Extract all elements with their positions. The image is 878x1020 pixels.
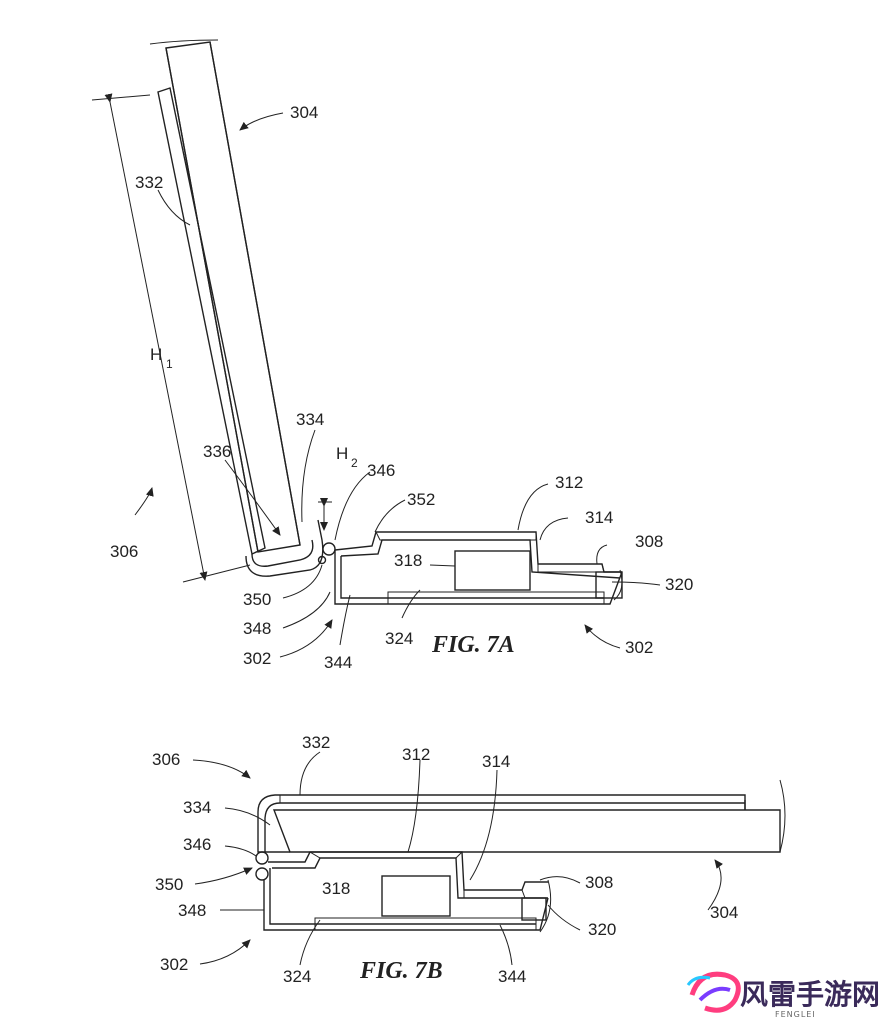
lid-layer-332 [157, 87, 324, 577]
label-324-b: 324 [283, 967, 311, 986]
label-332: 332 [135, 173, 163, 192]
label-332-b: 332 [302, 733, 330, 752]
label-306-b: 306 [152, 750, 180, 769]
base-housing-302-closed [263, 851, 552, 933]
label-350: 350 [243, 590, 271, 609]
label-h2-sub: 2 [351, 456, 358, 470]
labels-7b: 306 332 312 314 334 346 350 318 308 348 … [152, 733, 738, 986]
label-h2: H [336, 444, 348, 463]
hinge-circle-346-closed [255, 851, 269, 865]
watermark-logo-icon [686, 971, 741, 1013]
label-352: 352 [407, 490, 435, 509]
label-308: 308 [635, 532, 663, 551]
figure-caption-7b: FIG. 7B [359, 958, 443, 984]
lid-panel-304-closed [272, 779, 786, 853]
watermark: 风雷手游网 FENGLEI [686, 971, 878, 1019]
figure-caption-7a: FIG. 7A [431, 632, 515, 658]
label-302-b: 302 [160, 955, 188, 974]
label-h1-sub: 1 [166, 357, 173, 371]
label-312-b: 312 [402, 745, 430, 764]
leader-lines-7a [134, 112, 661, 658]
lid-layer-332-closed [257, 794, 746, 853]
leader-lines-7b [192, 751, 723, 966]
label-348-b: 348 [178, 901, 206, 920]
fig-7a: 304 332 H 1 334 336 H 2 346 352 312 314 … [91, 39, 693, 672]
label-304-b: 304 [710, 903, 738, 922]
label-318: 318 [394, 551, 422, 570]
lid-panel-304 [149, 39, 301, 553]
component-318 [454, 550, 531, 591]
component-318-closed [381, 875, 451, 917]
label-318-b: 318 [322, 879, 350, 898]
dimension-h1 [91, 93, 251, 583]
label-346: 346 [367, 461, 395, 480]
watermark-sub: FENGLEI [775, 1010, 816, 1019]
label-336: 336 [203, 442, 231, 461]
label-350-b: 350 [155, 875, 183, 894]
label-334: 334 [296, 410, 324, 429]
label-344: 344 [324, 653, 352, 672]
watermark-text: 风雷手游网 [740, 978, 878, 1011]
fig-7b: 306 332 312 314 334 346 350 318 308 348 … [152, 733, 786, 986]
base-housing-302 [334, 531, 623, 605]
label-h1: H [150, 345, 162, 364]
label-314: 314 [585, 508, 613, 527]
label-306: 306 [110, 542, 138, 561]
dimension-h2 [318, 498, 332, 531]
label-348: 348 [243, 619, 271, 638]
hinge-circle-350-closed [255, 867, 269, 881]
label-344-b: 344 [498, 967, 526, 986]
label-302-right: 302 [625, 638, 653, 657]
label-346-b: 346 [183, 835, 211, 854]
label-320: 320 [665, 575, 693, 594]
labels-7a: 304 332 H 1 334 336 H 2 346 352 312 314 … [110, 103, 693, 672]
label-314-b: 314 [482, 752, 510, 771]
hinge-circle-346 [322, 542, 336, 556]
label-312: 312 [555, 473, 583, 492]
label-302: 302 [243, 649, 271, 668]
label-324: 324 [385, 629, 413, 648]
label-304: 304 [290, 103, 318, 122]
hinge-circle-350 [317, 555, 327, 565]
label-334-b: 334 [183, 798, 211, 817]
label-308-b: 308 [585, 873, 613, 892]
label-320-b: 320 [588, 920, 616, 939]
